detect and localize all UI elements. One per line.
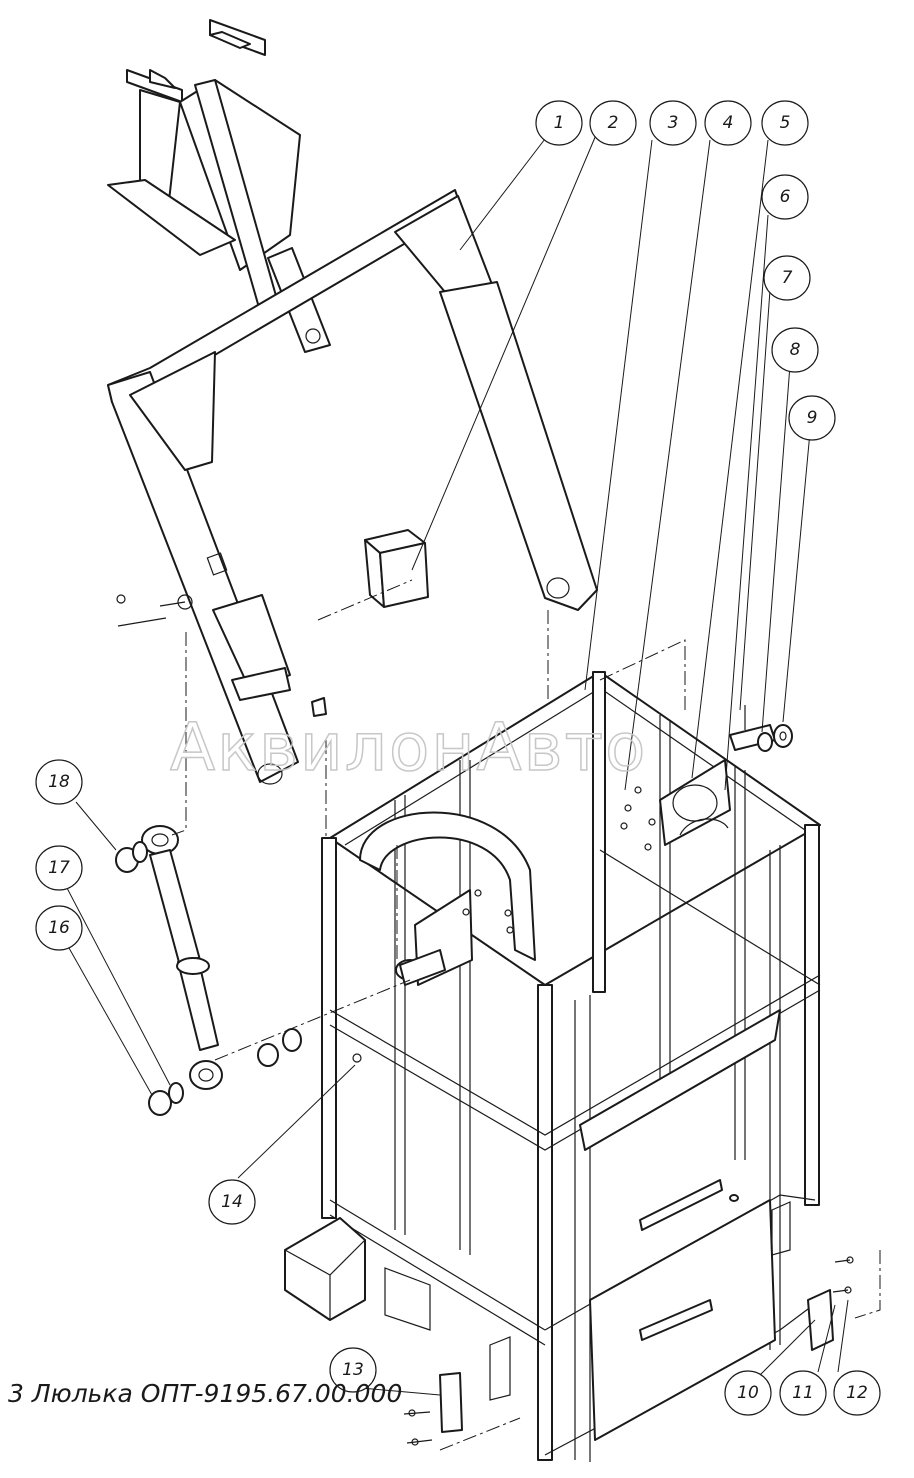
svg-text:11: 11: [792, 1383, 814, 1403]
watermark: АквилонАвто: [170, 709, 647, 786]
frame-arm: [107, 189, 598, 785]
pad-block: [364, 529, 429, 608]
callout-3: 3: [649, 100, 697, 146]
svg-text:7: 7: [782, 268, 793, 288]
svg-text:9: 9: [807, 408, 818, 428]
callout-13: 13: [329, 1347, 377, 1393]
callout-10: 10: [724, 1370, 772, 1416]
leader-lines: [66, 134, 849, 1396]
svg-text:5: 5: [780, 113, 791, 133]
assembly-axis-lines: [171, 579, 881, 1451]
callout-14: 14: [208, 1179, 256, 1225]
callout-12: 12: [833, 1370, 881, 1416]
callout-6: 6: [761, 174, 809, 220]
callout-5: 5: [761, 100, 809, 146]
svg-text:18: 18: [48, 772, 70, 792]
svg-text:14: 14: [221, 1192, 243, 1212]
callout-18: 18: [35, 759, 83, 805]
callout-11: 11: [779, 1370, 827, 1416]
svg-text:10: 10: [737, 1383, 759, 1403]
callout-8: 8: [771, 327, 819, 373]
svg-text:12: 12: [846, 1383, 868, 1403]
svg-text:2: 2: [608, 113, 619, 133]
callout-7: 7: [763, 255, 811, 301]
svg-text:4: 4: [723, 113, 734, 133]
basket-cage: [284, 671, 854, 1462]
svg-text:16: 16: [48, 918, 70, 938]
callout-16: 16: [35, 905, 83, 951]
svg-text:17: 17: [48, 858, 70, 878]
callout-17: 17: [35, 845, 83, 891]
svg-text:1: 1: [554, 113, 565, 133]
svg-text:6: 6: [780, 187, 791, 207]
svg-text:8: 8: [790, 340, 801, 360]
callout-2: 2: [589, 100, 637, 146]
drawing-caption: 3 Люлька ОПТ-9195.67.00.000: [8, 1379, 402, 1408]
svg-text:3: 3: [668, 113, 679, 133]
hydraulic-cylinder: [115, 825, 302, 1116]
callout-1: 1: [535, 100, 583, 146]
svg-text:13: 13: [342, 1360, 364, 1380]
callout-9: 9: [788, 395, 836, 441]
pivot-hardware-right: [352, 705, 793, 1063]
callout-4: 4: [704, 100, 752, 146]
